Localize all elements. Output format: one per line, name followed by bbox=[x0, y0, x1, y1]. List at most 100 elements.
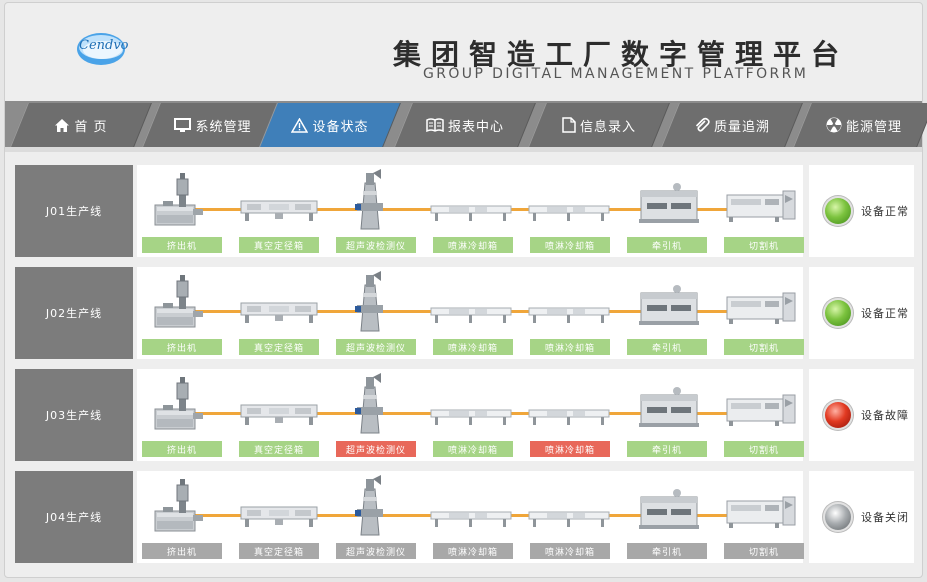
tab-label: 信息录入 bbox=[579, 119, 636, 135]
machine-label[interactable]: 喷淋冷却箱 bbox=[433, 441, 513, 457]
machine-label[interactable]: 牵引机 bbox=[627, 237, 707, 253]
production-line-row: J01生产线挤出机 真空定径箱 超声波检测仪 喷淋冷却箱 喷淋冷却箱 牵引机 切割机设备正常 bbox=[15, 165, 914, 257]
ultrasonic-detector-image[interactable] bbox=[355, 271, 385, 337]
tab-label: 报表中心 bbox=[447, 119, 504, 135]
status-lamp-icon bbox=[825, 504, 851, 530]
cutting-machine-image[interactable] bbox=[725, 493, 797, 533]
line-name[interactable]: J02生产线 bbox=[15, 267, 133, 359]
extruder-machine-image[interactable] bbox=[149, 477, 205, 541]
haul-off-machine-image[interactable] bbox=[637, 181, 701, 229]
machine-label[interactable]: 切割机 bbox=[724, 441, 804, 457]
production-line-row: J02生产线挤出机 真空定径箱 超声波检测仪 喷淋冷却箱 喷淋冷却箱 牵引机 切割机设备正常 bbox=[15, 267, 914, 359]
machine-label[interactable]: 超声波检测仪 bbox=[336, 339, 416, 355]
nav-tab-1[interactable]: 首 页 bbox=[10, 103, 152, 147]
extruder-machine-image[interactable] bbox=[149, 375, 205, 439]
nav-tab-6[interactable]: 质量追溯 bbox=[661, 103, 803, 147]
spray-cooling-tank-image[interactable] bbox=[429, 407, 513, 431]
machine-label[interactable]: 真空定径箱 bbox=[239, 237, 319, 253]
haul-off-machine-image[interactable] bbox=[637, 283, 701, 331]
machine-label[interactable]: 喷淋冷却箱 bbox=[530, 441, 610, 457]
machine-label[interactable]: 挤出机 bbox=[142, 543, 222, 559]
spray-cooling-tank-image[interactable] bbox=[527, 509, 611, 533]
nav-tab-5[interactable]: 信息录入 bbox=[528, 103, 670, 147]
machine-label[interactable]: 超声波检测仪 bbox=[336, 237, 416, 253]
main-nav: 首 页系统管理 设备状态 报表中心 信息录入 质量追溯 能源管理 bbox=[5, 101, 927, 147]
equipment-panel: 挤出机 真空定径箱 超声波检测仪 喷淋冷却箱 喷淋冷却箱 牵引机 切割机 bbox=[137, 369, 804, 461]
nav-divider bbox=[5, 147, 922, 152]
line-name[interactable]: J04生产线 bbox=[15, 471, 133, 563]
tab-label: 设备状态 bbox=[312, 119, 369, 135]
spray-cooling-tank-image[interactable] bbox=[527, 203, 611, 227]
machine-label[interactable]: 喷淋冷却箱 bbox=[530, 339, 610, 355]
equipment-panel: 挤出机 真空定径箱 超声波检测仪 喷淋冷却箱 喷淋冷却箱 牵引机 切割机 bbox=[137, 267, 804, 359]
status-panel: 设备正常 bbox=[809, 267, 914, 359]
ultrasonic-detector-image[interactable] bbox=[355, 475, 385, 541]
status-panel: 设备正常 bbox=[809, 165, 914, 257]
machine-label[interactable]: 喷淋冷却箱 bbox=[433, 237, 513, 253]
haul-off-machine-image[interactable] bbox=[637, 385, 701, 433]
ultrasonic-detector-image[interactable] bbox=[355, 373, 385, 439]
machine-label[interactable]: 真空定径箱 bbox=[239, 543, 319, 559]
machine-label[interactable]: 真空定径箱 bbox=[239, 339, 319, 355]
haul-off-machine-image[interactable] bbox=[637, 487, 701, 535]
status-panel: 设备故障 bbox=[809, 369, 914, 461]
status-lamp-icon bbox=[825, 300, 851, 326]
extruder-machine-image[interactable] bbox=[149, 171, 205, 235]
nav-tab-4[interactable]: 报表中心 bbox=[394, 103, 536, 147]
ultrasonic-detector-image[interactable] bbox=[355, 169, 385, 235]
spray-cooling-tank-image[interactable] bbox=[527, 407, 611, 431]
company-logo: Cendvo bbox=[73, 25, 129, 69]
nav-tab-2[interactable]: 系统管理 bbox=[142, 103, 284, 147]
machine-label[interactable]: 超声波检测仪 bbox=[336, 441, 416, 457]
cutting-machine-image[interactable] bbox=[725, 289, 797, 329]
app-frame: Cendvo 集团智造工厂数字管理平台 GROUP DIGITAL MANAGE… bbox=[4, 2, 927, 578]
machine-label[interactable]: 切割机 bbox=[724, 339, 804, 355]
page-subtitle: GROUP DIGITAL MANAGEMENT PLATFORRM bbox=[423, 66, 809, 82]
book-icon bbox=[426, 118, 444, 132]
tab-label: 质量追溯 bbox=[713, 119, 770, 135]
machine-label[interactable]: 挤出机 bbox=[142, 237, 222, 253]
extruder-machine-image[interactable] bbox=[149, 273, 205, 337]
machine-label[interactable]: 喷淋冷却箱 bbox=[530, 237, 610, 253]
spray-cooling-tank-image[interactable] bbox=[527, 305, 611, 329]
production-line-row: J04生产线挤出机 真空定径箱 超声波检测仪 喷淋冷却箱 喷淋冷却箱 牵引机 切割机设备关闭 bbox=[15, 471, 914, 563]
tab-label: 能源管理 bbox=[845, 119, 902, 135]
vacuum-sizing-tank-image[interactable] bbox=[239, 501, 319, 535]
vacuum-sizing-tank-image[interactable] bbox=[239, 195, 319, 229]
status-lamp-icon bbox=[825, 198, 851, 224]
header: Cendvo 集团智造工厂数字管理平台 GROUP DIGITAL MANAGE… bbox=[5, 3, 922, 101]
line-name[interactable]: J03生产线 bbox=[15, 369, 133, 461]
vacuum-sizing-tank-image[interactable] bbox=[239, 297, 319, 331]
machine-label[interactable]: 喷淋冷却箱 bbox=[530, 543, 610, 559]
page-title: 集团智造工厂数字管理平台 bbox=[393, 38, 850, 71]
machine-label[interactable]: 切割机 bbox=[724, 543, 804, 559]
machine-label[interactable]: 超声波检测仪 bbox=[336, 543, 416, 559]
machine-label[interactable]: 牵引机 bbox=[627, 441, 707, 457]
nav-tab-7[interactable]: 能源管理 bbox=[793, 103, 927, 147]
spray-cooling-tank-image[interactable] bbox=[429, 203, 513, 227]
status-lamp-icon bbox=[825, 402, 851, 428]
nav-tab-3[interactable]: 设备状态 bbox=[259, 103, 401, 147]
line-name[interactable]: J01生产线 bbox=[15, 165, 133, 257]
radiation-icon bbox=[826, 117, 842, 133]
vacuum-sizing-tank-image[interactable] bbox=[239, 399, 319, 433]
machine-label[interactable]: 真空定径箱 bbox=[239, 441, 319, 457]
status-panel: 设备关闭 bbox=[809, 471, 914, 563]
spray-cooling-tank-image[interactable] bbox=[429, 509, 513, 533]
svg-text:Cendvo: Cendvo bbox=[79, 38, 129, 53]
production-line-row: J03生产线挤出机 真空定径箱 超声波检测仪 喷淋冷却箱 喷淋冷却箱 牵引机 切割机 设备故障 bbox=[15, 369, 914, 461]
machine-label[interactable]: 挤出机 bbox=[142, 339, 222, 355]
machine-label[interactable]: 喷淋冷却箱 bbox=[433, 543, 513, 559]
cutting-machine-image[interactable] bbox=[725, 391, 797, 431]
machine-label[interactable]: 牵引机 bbox=[627, 543, 707, 559]
spray-cooling-tank-image[interactable] bbox=[429, 305, 513, 329]
cutting-machine-image[interactable] bbox=[725, 187, 797, 227]
machine-label[interactable]: 切割机 bbox=[724, 237, 804, 253]
machine-label[interactable]: 喷淋冷却箱 bbox=[433, 339, 513, 355]
machine-label[interactable]: 牵引机 bbox=[627, 339, 707, 355]
equipment-panel: 挤出机 真空定径箱 超声波检测仪 喷淋冷却箱 喷淋冷却箱 牵引机 切割机 bbox=[137, 471, 804, 563]
status-text: 设备故障 bbox=[861, 409, 909, 422]
machine-label[interactable]: 挤出机 bbox=[142, 441, 222, 457]
monitor-icon bbox=[174, 117, 192, 133]
warning-icon bbox=[291, 117, 309, 133]
